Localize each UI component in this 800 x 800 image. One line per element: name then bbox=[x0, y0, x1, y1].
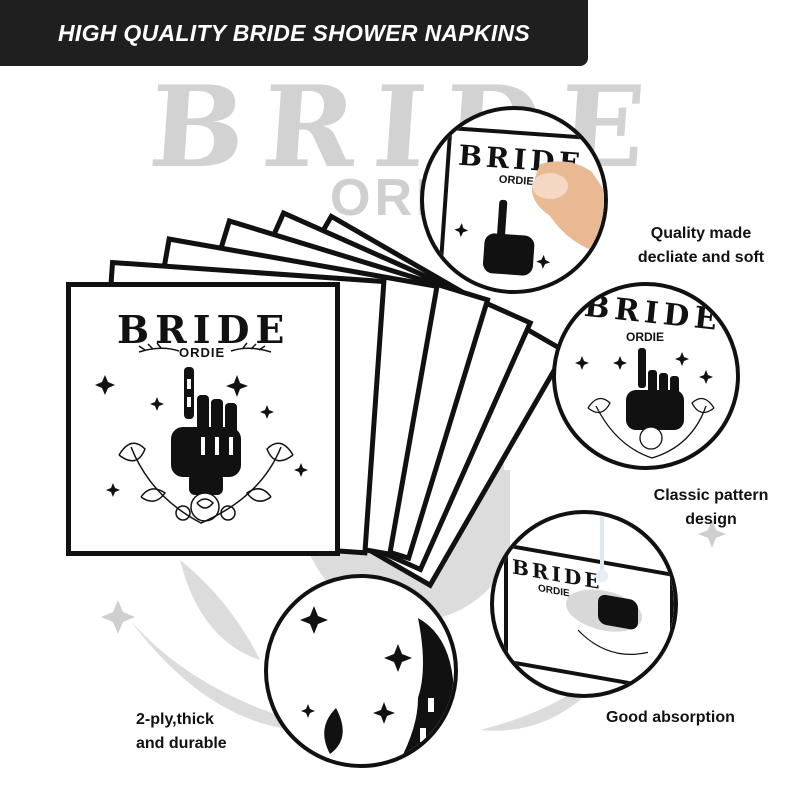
skeleton-hand-rose-illustration bbox=[95, 342, 308, 524]
feature-pattern: Classic pattern design bbox=[636, 484, 786, 532]
banner-title: HIGH QUALITY BRIDE SHOWER NAPKINS bbox=[58, 20, 531, 46]
water-drop-icon bbox=[596, 514, 608, 582]
feature-line: decliate and soft bbox=[637, 249, 765, 266]
napkin-subtitle: ORDIE bbox=[179, 345, 226, 360]
detail-circle-soft-texture: BRIDE ORDIE bbox=[420, 106, 608, 294]
feature-durable: 2-ply,thick and durable bbox=[136, 708, 266, 756]
detail-napkin: BRIDE ORDIE bbox=[504, 543, 674, 693]
detail-napkin: BRIDE ORDIE bbox=[435, 125, 604, 290]
feature-absorption: Good absorption bbox=[606, 706, 786, 730]
detail-circle-pattern: BRIDE ORDIE bbox=[552, 282, 740, 470]
feature-line: design bbox=[685, 511, 737, 528]
detail-hand-illustration bbox=[566, 589, 649, 656]
feature-line: and durable bbox=[136, 735, 227, 752]
detail-circle-absorption: BRIDE ORDIE bbox=[490, 510, 678, 698]
detail-hand-illustration bbox=[575, 348, 715, 459]
feature-quality: Quality made decliate and soft bbox=[612, 222, 790, 270]
detail-hand-illustration bbox=[454, 199, 551, 276]
feature-line: Quality made bbox=[650, 225, 752, 242]
feature-line: Good absorption bbox=[606, 709, 735, 726]
header-banner: HIGH QUALITY BRIDE SHOWER NAPKINS bbox=[0, 0, 588, 66]
detail-texture-closeup bbox=[300, 606, 454, 764]
feature-line: Classic pattern bbox=[653, 487, 769, 504]
feature-line: 2-ply,thick bbox=[136, 711, 214, 728]
detail-subtitle: ORDIE bbox=[626, 330, 665, 344]
front-napkin: BRIDE ORDIE bbox=[66, 282, 340, 556]
detail-circle-2-ply bbox=[264, 574, 458, 768]
finger-icon bbox=[531, 161, 604, 255]
